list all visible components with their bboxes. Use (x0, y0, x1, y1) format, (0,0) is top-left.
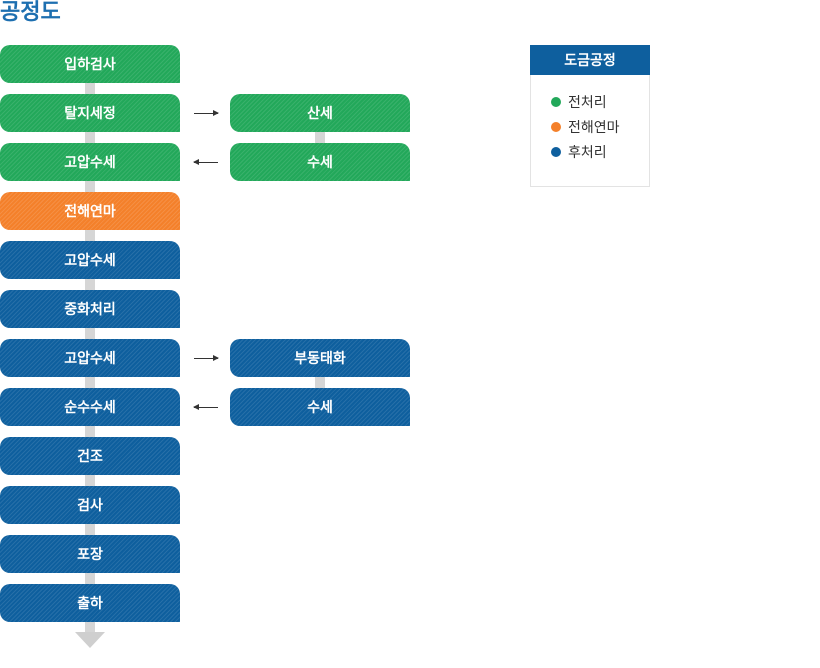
arrow-left-icon (193, 159, 218, 165)
step-9: 건조 (0, 437, 180, 475)
step-label: 부동태화 (294, 351, 346, 367)
side-step-4: 수세 (230, 388, 410, 426)
legend-label: 전해연마 (568, 120, 620, 136)
step-label: 포장 (77, 547, 103, 563)
step-label: 수세 (307, 400, 333, 416)
legend-item-electropolishing: 전해연마 (551, 117, 620, 137)
step-2: 탈지세정 (0, 94, 180, 132)
side-step-2: 수세 (230, 143, 410, 181)
legend-title: 도금공정 (530, 45, 650, 75)
step-label: 고압수세 (64, 351, 116, 367)
step-10: 검사 (0, 486, 180, 524)
page-title: 공정도 (0, 0, 61, 25)
step-label: 고압수세 (64, 253, 116, 269)
step-8: 순수수세 (0, 388, 180, 426)
step-label: 중화처리 (64, 302, 116, 318)
step-label: 건조 (77, 449, 103, 465)
arrow-right-icon (194, 110, 219, 116)
step-4: 전해연마 (0, 192, 180, 230)
arrow-left-icon (193, 404, 218, 410)
legend-label: 전처리 (568, 95, 607, 111)
step-label: 순수수세 (64, 400, 116, 416)
step-5: 고압수세 (0, 241, 180, 279)
legend-item-pretreatment: 전처리 (551, 92, 607, 112)
green-dot-icon (551, 97, 561, 107)
step-1: 입하검사 (0, 45, 180, 83)
flow-end-arrow-icon (75, 632, 105, 648)
step-label: 검사 (77, 498, 103, 514)
step-7: 고압수세 (0, 339, 180, 377)
legend-item-posttreatment: 후처리 (551, 142, 607, 162)
legend-label: 후처리 (568, 145, 607, 161)
side-flow-line-2 (315, 375, 325, 395)
step-label: 입하검사 (64, 57, 116, 73)
blue-dot-icon (551, 147, 561, 157)
step-label: 출하 (77, 596, 103, 612)
step-3: 고압수세 (0, 143, 180, 181)
legend: 도금공정 전처리 전해연마 후처리 (530, 45, 650, 187)
step-label: 고압수세 (64, 155, 116, 171)
arrow-right-icon (194, 355, 219, 361)
side-step-1: 산세 (230, 94, 410, 132)
step-label: 수세 (307, 155, 333, 171)
step-12: 출하 (0, 584, 180, 622)
step-6: 중화처리 (0, 290, 180, 328)
side-flow-line-1 (315, 130, 325, 150)
orange-dot-icon (551, 122, 561, 132)
step-label: 전해연마 (64, 204, 116, 220)
side-step-3: 부동태화 (230, 339, 410, 377)
step-11: 포장 (0, 535, 180, 573)
step-label: 산세 (307, 106, 333, 122)
step-label: 탈지세정 (64, 106, 116, 122)
